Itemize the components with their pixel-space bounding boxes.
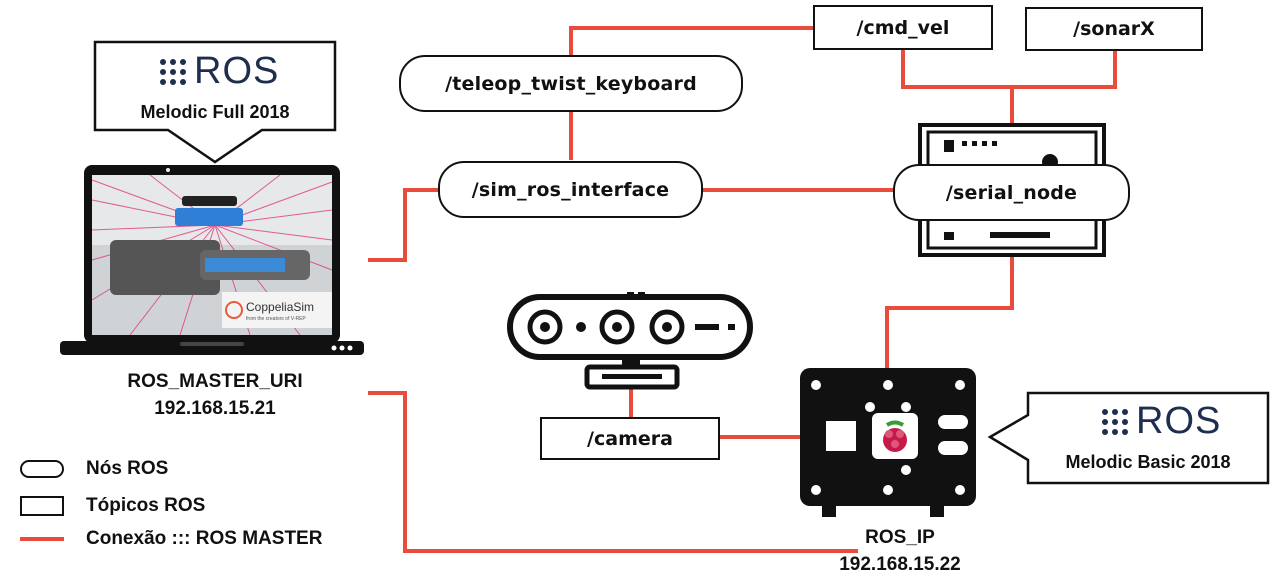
raspberry-pi-board-icon <box>800 368 976 517</box>
legend-topics: Tópicos ROS <box>20 495 205 517</box>
topic-camera[interactable]: /camera <box>540 417 720 460</box>
robot-callout-shape <box>987 391 1270 485</box>
coppeliasim-brand: CoppeliaSim <box>246 300 315 314</box>
master-distro-label: Melodic Full 2018 <box>140 102 290 122</box>
robot-ip-caption: ROS_IP 192.168.15.22 <box>800 524 1000 578</box>
legend-node-swatch <box>20 460 64 478</box>
topic-cmd-vel[interactable]: /cmd_vel <box>813 5 993 50</box>
node-teleop-twist-keyboard[interactable]: /teleop_twist_keyboard <box>399 55 743 112</box>
master-callout-shape <box>93 40 337 164</box>
robot-distro-label: Melodic Basic 2018 <box>1065 452 1231 472</box>
legend-connection-label: Conexão ::: ROS MASTER <box>86 528 323 549</box>
legend-nodes: Nós ROS <box>20 458 168 480</box>
wire-cmdvel-teleop <box>569 26 815 60</box>
legend-connection-swatch <box>20 537 64 541</box>
coppeliasim-tagline: from the creators of V-REP <box>246 316 306 322</box>
ros-logo-icon <box>160 58 186 85</box>
wire-serial-pi <box>885 255 1014 368</box>
master-uri-label: ROS_MASTER_URI <box>127 371 303 392</box>
wire-laptop-sim <box>368 188 440 262</box>
kinect-camera-icon <box>507 292 753 390</box>
master-ros-logo: ROS <box>160 50 279 93</box>
master-uri-caption: ROS_MASTER_URI 192.168.15.21 <box>90 368 340 422</box>
coppeliasim-logo-icon <box>225 301 243 319</box>
legend-nodes-label: Nós ROS <box>86 458 169 479</box>
node-serial-node[interactable]: /serial_node <box>893 164 1130 221</box>
robot-ros-logo: ROS <box>1102 400 1221 443</box>
topic-sonarx[interactable]: /sonarX <box>1025 7 1203 51</box>
legend-topic-swatch <box>20 496 64 516</box>
master-ip: 192.168.15.21 <box>154 398 276 419</box>
connection-lines <box>368 26 1117 553</box>
wire-master-robot <box>368 391 858 553</box>
node-sim-ros-interface[interactable]: /sim_ros_interface <box>438 161 703 218</box>
legend-topics-label: Tópicos ROS <box>86 495 206 516</box>
robot-ip: 192.168.15.22 <box>839 554 961 575</box>
legend-connection: Conexão ::: ROS MASTER <box>20 528 322 550</box>
wire-topics-serial <box>901 48 1117 89</box>
robot-ip-label: ROS_IP <box>865 527 935 548</box>
master-ros-logo-text: ROS <box>194 50 280 92</box>
ros-logo-icon <box>1102 408 1128 435</box>
laptop-icon <box>60 165 364 355</box>
robot-ros-logo-text: ROS <box>1136 400 1222 442</box>
